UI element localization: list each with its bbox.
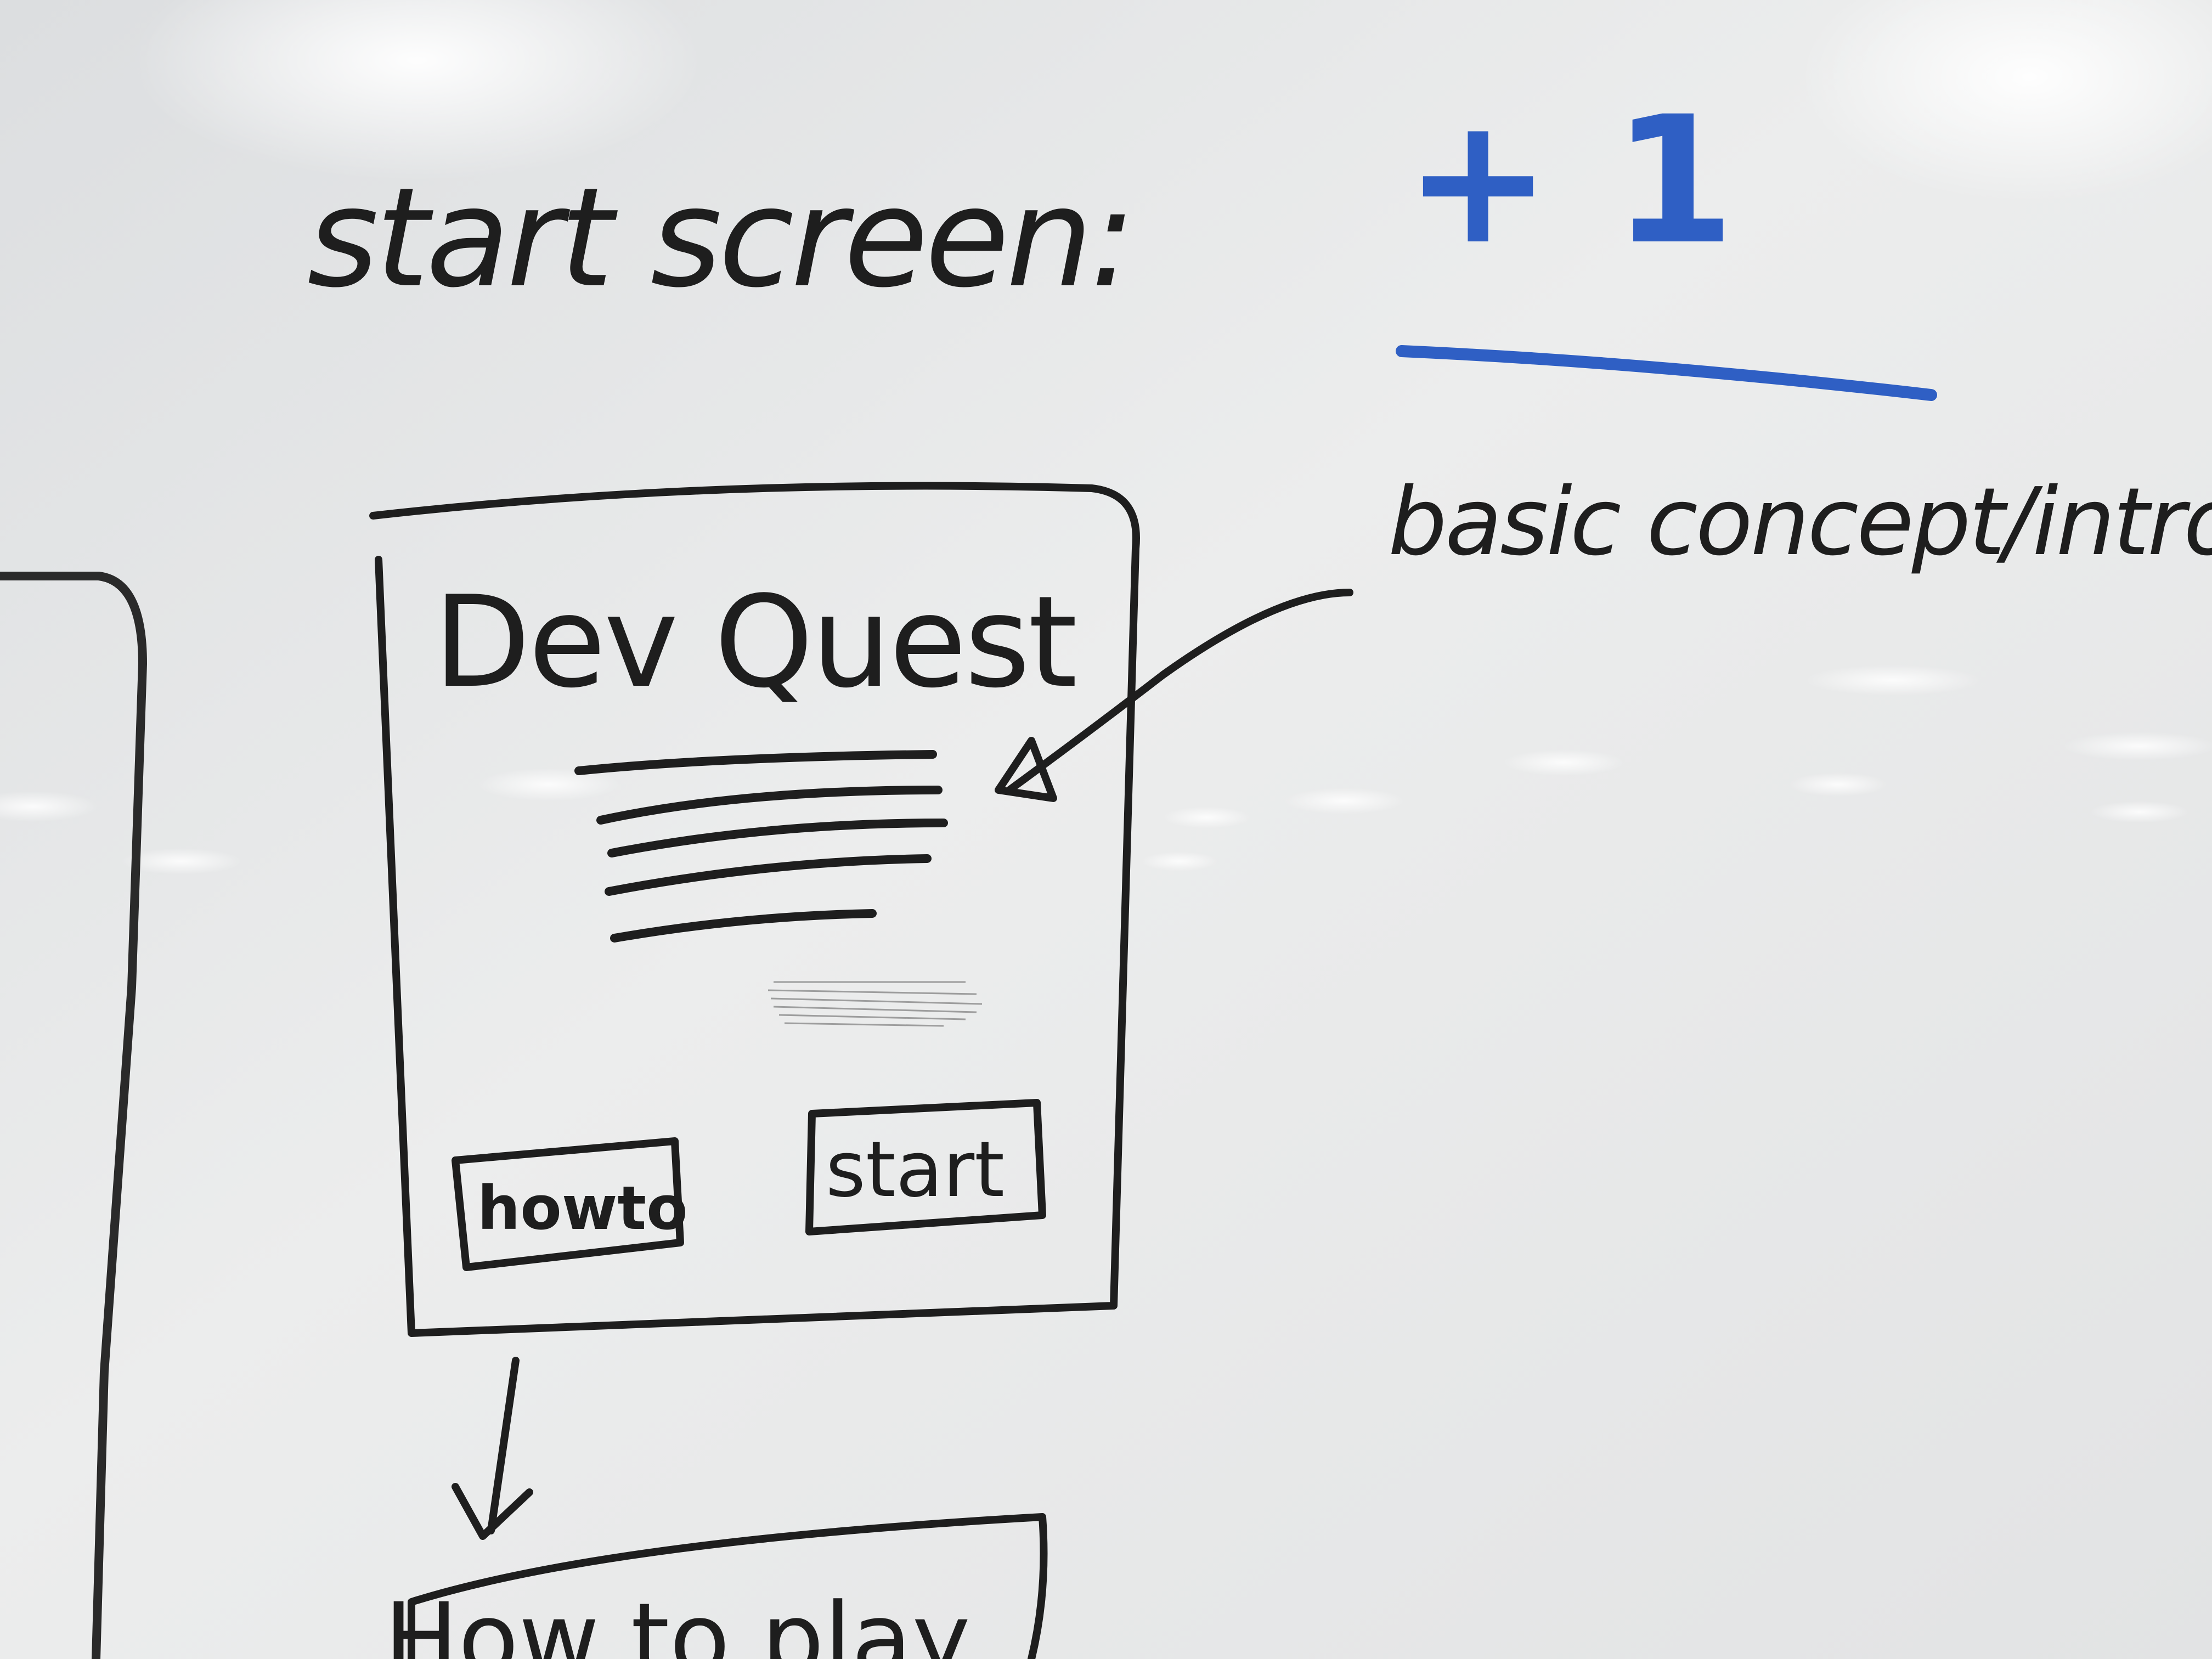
plus-one-vote: + 1 [1404,79,1735,283]
howto-button-label: howto [477,1173,688,1243]
start-button-label: start [826,1125,1005,1215]
mockup-frame [369,482,1140,1337]
left-frame-edge [0,572,148,1659]
intro-text-lines [574,750,948,943]
start-screen-mockup: Dev Quest howto start [369,482,1140,1337]
howto-button[interactable]: howto [452,1137,688,1271]
annotation-arrow [995,589,1353,802]
next-screen-label: How to play [384,1582,970,1659]
annotation-text: basic concept/intro [1388,468,2212,577]
eraser-smudge [768,981,983,1027]
down-arrow [452,1357,533,1540]
blue-underline [1396,345,1937,401]
next-screen-mockup: How to play [384,1513,1048,1659]
light-reflections [0,0,2212,874]
heading-text: start screen: [307,158,1133,318]
mockup-title: Dev Quest [433,569,1075,716]
start-button[interactable]: start [805,1099,1046,1235]
